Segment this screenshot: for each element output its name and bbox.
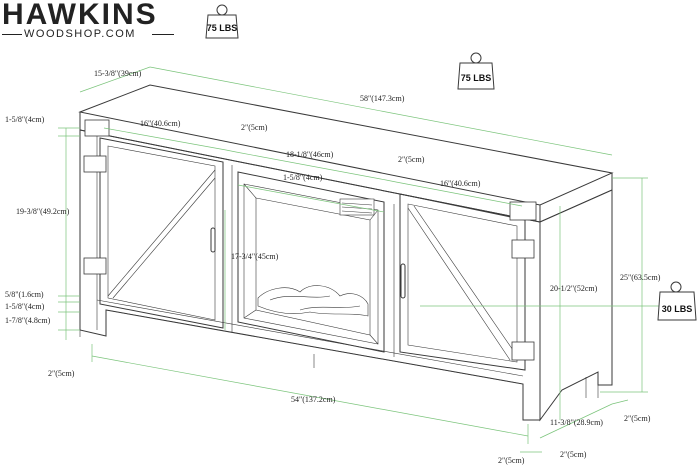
logo-rule-right (152, 34, 174, 35)
dim-total-height: 25"(63.5cm) (620, 273, 661, 282)
dim-left-bay: 16"(40.6cm) (140, 119, 181, 128)
weight-label-top-left: 75 LBS (207, 23, 238, 33)
right-side-panel (539, 189, 613, 422)
dimension-labels: 15-3/8"(39cm) 58"(147.3cm) 1-5/8"(4cm) 1… (5, 69, 661, 465)
weight-tag-top-left: 75 LBS (205, 4, 239, 39)
logo-rule-left (2, 34, 22, 35)
dim-depth-top: 15-3/8"(39cm) (94, 69, 142, 78)
dim-door-height: 19-3/8"(49.2cm) (16, 207, 70, 216)
dim-divider-right: 2"(5cm) (398, 155, 425, 164)
dim-depth-bottom: 11-3/8"(28.9cm) (550, 418, 603, 427)
weight-tag-top-right: 75 LBS (457, 52, 495, 90)
tv-stand-drawing (78, 84, 614, 422)
fireplace-logs (257, 285, 369, 317)
dim-inner-height: 20-1/2"(52cm) (550, 284, 598, 293)
dim-leg-front-b: 2"(5cm) (498, 456, 525, 465)
dim-center-top: 1-5/8"(4cm) (283, 173, 323, 182)
brand-domain: WOODSHOP.COM (24, 28, 136, 40)
right-door (399, 193, 526, 371)
dim-fireplace-height: 17-3/4"(45cm) (231, 252, 279, 261)
weight-label-top-right: 75 LBS (461, 73, 492, 83)
dim-base-width: 54"(137.2cm) (291, 395, 336, 404)
top-surface (78, 84, 614, 206)
dim-shelf-1-7-8: 1-7/8"(4.8cm) (5, 316, 51, 325)
dim-leg-left: 2"(5cm) (48, 369, 75, 378)
weight-label-side: 30 LBS (662, 304, 693, 314)
dim-leg-front-a: 2"(5cm) (560, 450, 587, 459)
left-door-handle (210, 227, 216, 253)
dim-leg-side: 2"(5cm) (624, 414, 651, 423)
dim-divider-left: 2"(5cm) (241, 123, 268, 132)
dimension-lines (58, 66, 660, 453)
left-door (99, 137, 224, 329)
dim-center-bay: 18-1/8"(46cm) (286, 150, 334, 159)
dim-shelf-5-8: 5/8"(1.6cm) (5, 290, 44, 299)
dim-top-thickness: 1-5/8"(4cm) (5, 115, 45, 124)
dim-right-bay: 16"(40.6cm) (440, 179, 481, 188)
hinges (83, 119, 537, 361)
dim-width-top: 58"(147.3cm) (360, 94, 405, 103)
dim-shelf-1-5-8: 1-5/8"(4cm) (5, 302, 45, 311)
brand-name: HAWKINS (2, 0, 158, 31)
weight-tag-side: 30 LBS (657, 281, 697, 321)
fireplace-frame (237, 171, 385, 353)
right-door-handle (400, 263, 406, 299)
